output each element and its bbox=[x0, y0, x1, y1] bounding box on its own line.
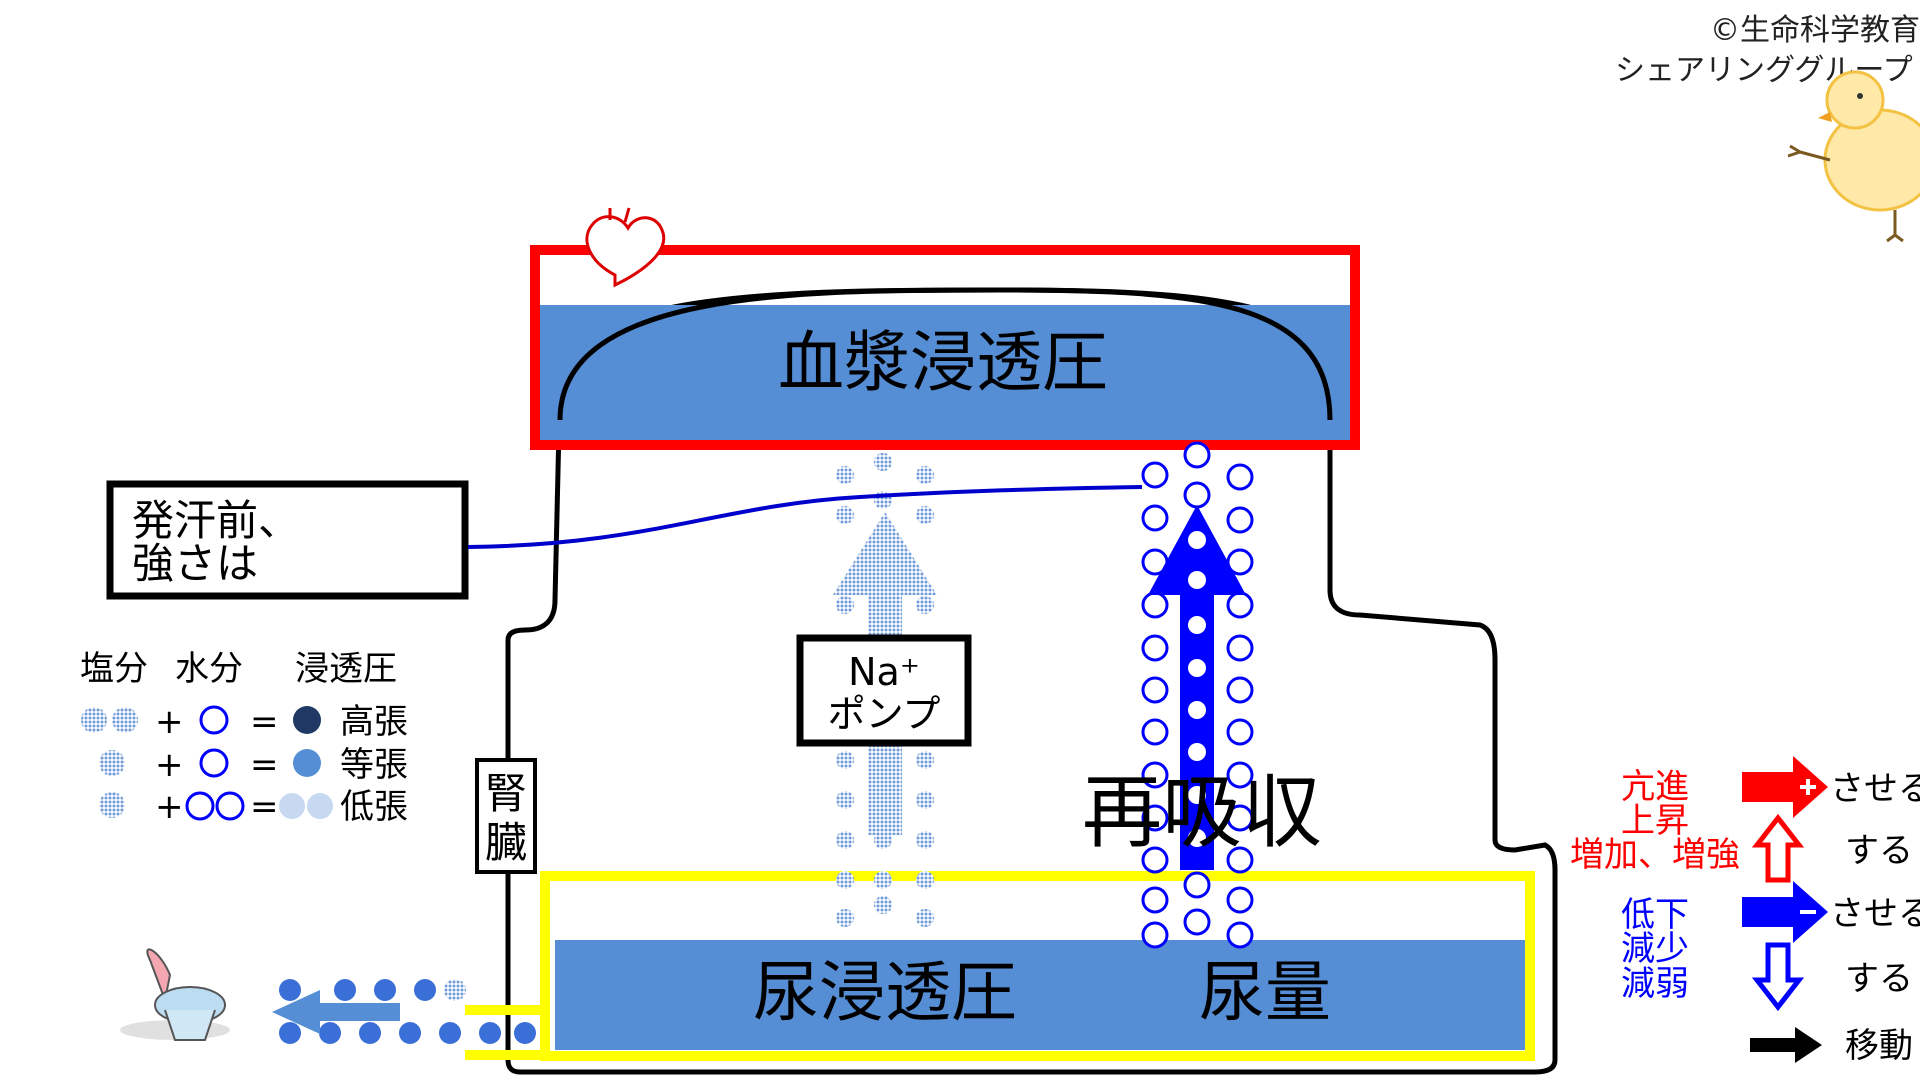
kidney-label-box bbox=[475, 758, 537, 874]
key-up-3: 増加、増強 bbox=[1570, 835, 1740, 875]
blue-down-arrow-icon bbox=[1751, 942, 1805, 1012]
legend-header-water: 水分 bbox=[175, 649, 243, 689]
legend-eq-2: = bbox=[250, 745, 279, 785]
key-suru-2: する bbox=[1845, 959, 1913, 999]
reabsorb-label: 再吸収 bbox=[1082, 766, 1322, 859]
key-saseru-2: させる bbox=[1830, 894, 1920, 934]
plasma-label: 血漿浸透圧 bbox=[778, 324, 1108, 401]
legend-header-osm: 浸透圧 bbox=[295, 649, 397, 689]
key-up-1: 亢進 bbox=[1621, 767, 1689, 807]
legend-eq-3: = bbox=[250, 787, 279, 827]
key-down-2: 減少 bbox=[1621, 929, 1689, 969]
water-up-arrow bbox=[1148, 505, 1246, 870]
salt-particles bbox=[836, 453, 934, 927]
legend-plus-1: + bbox=[155, 702, 184, 742]
black-move-arrow-icon bbox=[1750, 1027, 1822, 1063]
key-saseru-1: させる bbox=[1830, 769, 1920, 809]
toilet-icon bbox=[120, 948, 230, 1041]
red-plus-arrow-icon bbox=[1742, 756, 1828, 818]
copyright-line1: ©生命科学教育 bbox=[1710, 13, 1920, 48]
na-pump-line2: ポンプ bbox=[828, 692, 941, 736]
water-particles bbox=[1141, 441, 1254, 949]
na-pump-line1: Na⁺ bbox=[848, 650, 920, 694]
heart-icon bbox=[585, 207, 666, 288]
note-connector bbox=[467, 485, 1143, 549]
legend-label-hyper: 高張 bbox=[340, 702, 408, 742]
key-up-2: 上昇 bbox=[1621, 801, 1689, 841]
kidney-label-1: 腎 bbox=[485, 769, 527, 818]
key-suru-1: する bbox=[1845, 831, 1913, 871]
arrow-key: 亢進 上昇 増加、増強 低下 減少 減弱 させる する させる する 移動 bbox=[1570, 756, 1920, 1066]
note-box bbox=[106, 480, 469, 600]
blue-minus-arrow-icon bbox=[1742, 881, 1828, 943]
plasma-fill bbox=[535, 305, 1355, 440]
legend-header-salt: 塩分 bbox=[80, 649, 148, 689]
urine-box bbox=[540, 871, 1535, 1061]
key-down-3: 減弱 bbox=[1621, 964, 1689, 1004]
urine-vol-label: 尿量 bbox=[1199, 954, 1331, 1031]
note-line1: 発汗前、 bbox=[132, 496, 300, 545]
plasma-box bbox=[530, 245, 1360, 450]
chick-logo bbox=[1787, 70, 1920, 243]
na-pump-box bbox=[796, 634, 972, 747]
legend-label-hypo: 低張 bbox=[340, 787, 408, 827]
kidney-label-2: 臓 bbox=[485, 818, 527, 867]
legend-label-iso: 等張 bbox=[340, 745, 408, 785]
urine-osm-label: 尿浸透圧 bbox=[753, 954, 1017, 1031]
excretion-particles bbox=[279, 979, 536, 1044]
note-line2: 強さは bbox=[132, 539, 258, 588]
excretion-arrow bbox=[272, 990, 400, 1034]
osmolarity-legend: 塩分 水分 浸透圧 + = 高張 + = 等張 + = 低張 bbox=[80, 649, 408, 827]
legend-plus-3: + bbox=[155, 787, 184, 827]
urine-fill bbox=[555, 940, 1525, 1050]
key-down-1: 低下 bbox=[1621, 895, 1689, 935]
red-up-arrow-icon bbox=[1751, 813, 1805, 883]
legend-plus-2: + bbox=[155, 745, 184, 785]
legend-eq-1: = bbox=[250, 702, 279, 742]
key-move: 移動 bbox=[1845, 1026, 1913, 1066]
water-arrow-particles bbox=[1188, 531, 1206, 847]
